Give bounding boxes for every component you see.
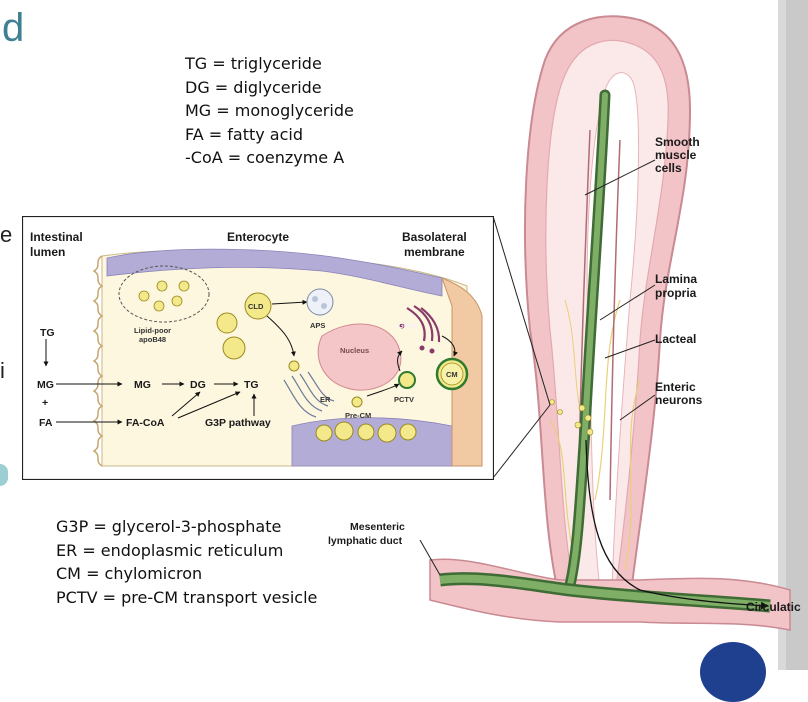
corner-decoration [700,642,766,702]
legend-line: FA = fatty acid [185,124,303,144]
inset-label-enterocyte: Enterocyte [227,230,289,244]
nucleus [317,323,402,391]
fa-coa: FA-CoA [126,417,165,429]
golgi-label: Golgi [398,321,417,330]
aps [306,288,334,316]
cell-dg: DG [190,379,206,391]
bullet-dot [0,464,8,486]
golgi [406,305,441,343]
label-smooth-muscle-2: muscle [655,148,697,162]
g3p-pathway: G3P pathway [205,417,271,429]
legend-line: MG = monoglyceride [185,101,354,120]
inset-label-intestinal-2: lumen [30,245,65,259]
lumen-tg: TG [40,327,55,339]
pre-cm [351,396,363,408]
left-edge-fragment-2: i [0,358,5,383]
legend-line: ER = endoplasmic reticulum [56,540,284,560]
legend-line: TG = triglyceride [185,54,322,73]
aps-label: APS [310,321,325,330]
lipid-poor-label-1: Lipid-poor [134,326,171,335]
nucleus-label: Nucleus [340,346,369,355]
lipid-poor-region [118,265,210,323]
microvilli [92,255,104,467]
lumen-plus: + [42,397,48,409]
legend-line: DG = diglyceride [185,77,322,97]
label-circulation: Circulatic [746,600,801,614]
lumen-mg: MG [37,379,54,391]
label-mesenteric-2: lymphatic duct [328,535,403,547]
label-mesenteric-1: Mesenteric [350,521,405,533]
label-lamina-propria-1: Lamina [655,272,697,286]
abbreviation-legend-top: TG = triglyceride DG = diglyceride MG = … [185,52,354,170]
endoplasmic-reticulum [283,371,335,418]
label-lacteal: Lacteal [655,332,696,346]
lumen-fa: FA [39,417,53,429]
lipid-poor-label-2: apoB48 [139,335,166,344]
label-enteric-neurons-2: neurons [655,393,703,407]
inset-label-intestinal-1: Intestinal [30,230,83,244]
pctv [398,371,416,389]
inset-label-basolateral-2: membrane [404,245,465,259]
enterocyte-inset: Intestinal lumen Enterocyte Basolateral … [22,216,494,480]
legend-line: CM = chylomicron [56,564,203,583]
abbreviation-legend-bottom: G3P = glycerol-3-phosphate ER = endoplas… [56,515,317,609]
villus-diagram: Smooth muscle cells Lamina propria Lacte… [328,15,801,631]
window-edge-shadow [786,0,808,670]
pre-cm-label: Pre-CM [345,411,371,420]
cell-tg: TG [244,379,259,391]
inset-label-basolateral-1: Basolateral [402,230,467,244]
cld-droplet [244,292,272,320]
cm-label: CM [446,370,458,379]
left-edge-fragment-1: e [0,222,13,247]
er-label: ER [320,395,331,404]
label-smooth-muscle-3: cells [655,161,682,175]
label-lamina-propria-2: propria [655,286,697,300]
cell-mg: MG [134,379,151,391]
label-enteric-neurons-1: Enteric [655,380,696,394]
legend-line: PCTV = pre-CM transport vesicle [56,587,318,607]
pctv-label: PCTV [394,395,414,404]
cld-label: CLD [248,302,264,311]
slide-title-fragment: d [2,6,25,50]
label-smooth-muscle-1: Smooth [655,135,700,149]
legend-line: G3P = glycerol-3-phosphate [56,517,282,536]
legend-line: -CoA = coenzyme A [185,148,345,167]
